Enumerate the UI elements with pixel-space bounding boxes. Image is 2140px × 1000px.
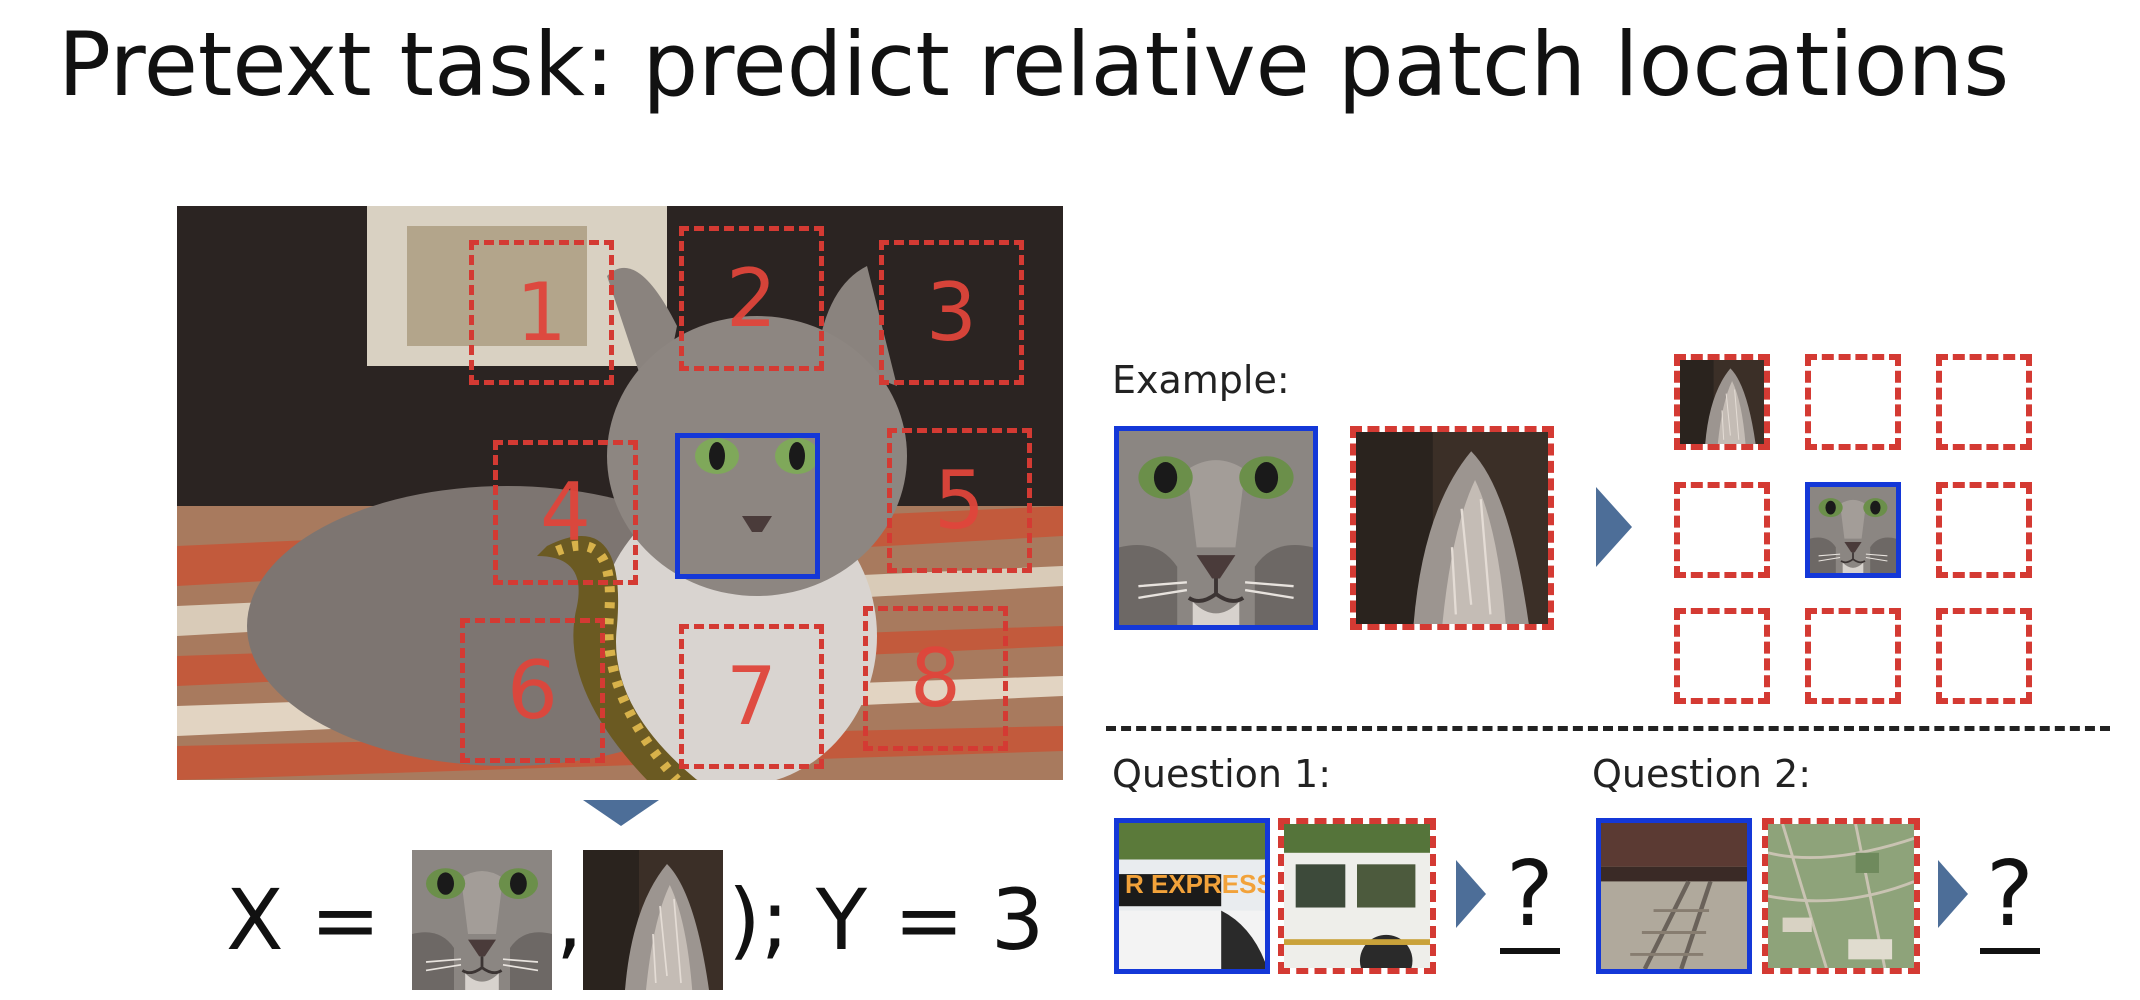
patch-3: 3 (879, 240, 1024, 385)
patch-7: 7 (679, 624, 824, 769)
question-1-center-patch: R EXPRESS (1114, 818, 1270, 974)
cat-face-image (412, 850, 552, 990)
patch-6-label: 6 (507, 644, 558, 737)
cat-photo-art (177, 206, 1063, 780)
equation-neighbor-patch (583, 850, 723, 990)
cat-ear-image (1356, 432, 1548, 624)
question-2-answer-underline (1980, 948, 2040, 954)
question-1-neighbor-patch (1278, 818, 1436, 974)
patch-4: 4 (493, 440, 638, 585)
patch-5: 5 (887, 428, 1032, 573)
grid-cell-8 (1805, 608, 1901, 704)
equation-suffix: ); Y = 3 (728, 871, 1045, 969)
grid-cell-2 (1805, 354, 1901, 450)
cat-ear-image (583, 850, 723, 990)
patch-2: 2 (679, 226, 824, 371)
patch-7-label: 7 (726, 650, 777, 743)
triangle-down-icon (583, 800, 659, 826)
patch-5-label: 5 (934, 454, 985, 547)
patch-3-label: 3 (926, 266, 977, 359)
patch-6: 6 (460, 618, 605, 763)
cat-face-image (1119, 431, 1313, 625)
question-1-answer: ? (1506, 842, 1554, 947)
patch-1-label: 1 (516, 266, 567, 359)
bus-sign-text: R EXPRESS (1125, 869, 1270, 899)
railway-image (1601, 823, 1747, 969)
slide-title: Pretext task: predict relative patch loc… (58, 13, 2010, 116)
grid-cell-3 (1936, 354, 2032, 450)
question-1-label: Question 1: (1112, 752, 1332, 796)
question-2-center-patch (1596, 818, 1752, 974)
example-neighbor-patch (1350, 426, 1554, 630)
patch-2-label: 2 (726, 252, 777, 345)
cat-ear-image (1680, 360, 1764, 444)
section-divider (1106, 726, 2110, 731)
grid-cell-6 (1936, 482, 2032, 578)
question-2-neighbor-patch (1762, 818, 1920, 974)
example-center-patch (1114, 426, 1318, 630)
triangle-right-icon (1938, 860, 1968, 928)
center-patch (675, 433, 820, 579)
grid-cell-9 (1936, 608, 2032, 704)
equation-separator: , (556, 871, 583, 969)
question-1-answer-underline (1500, 948, 1560, 954)
grid-cell-1 (1674, 354, 1770, 450)
equation-center-patch (412, 850, 552, 990)
question-2-label: Question 2: (1592, 752, 1812, 796)
patch-4-label: 4 (540, 466, 591, 559)
cat-photo: 1 2 3 4 5 6 7 8 (177, 206, 1063, 780)
example-label: Example: (1112, 358, 1290, 402)
bus-side-image (1284, 824, 1430, 968)
triangle-right-icon (1596, 487, 1632, 567)
triangle-right-icon (1456, 860, 1486, 928)
equation-prefix: X = ( (226, 871, 441, 969)
grid-cell-center (1805, 482, 1901, 578)
grid-cell-7 (1674, 608, 1770, 704)
aerial-image (1768, 824, 1914, 968)
patch-1: 1 (469, 240, 614, 385)
cat-face-image (1810, 487, 1896, 573)
patch-8-label: 8 (910, 632, 961, 725)
question-2-answer: ? (1986, 842, 2034, 947)
grid-cell-4 (1674, 482, 1770, 578)
patch-8: 8 (863, 606, 1008, 751)
